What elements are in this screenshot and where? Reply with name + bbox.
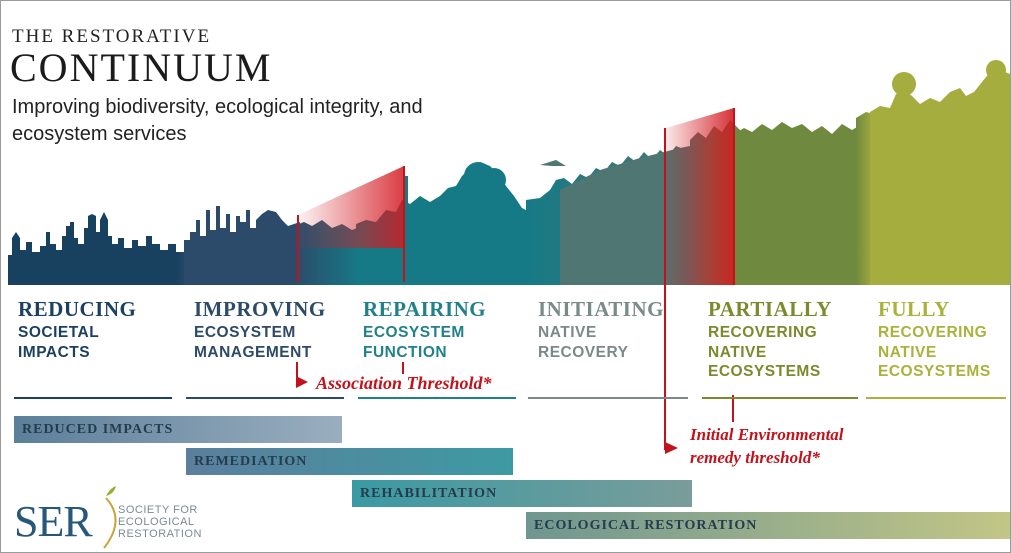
stage-heading-initiating: INITIATING [538,297,664,321]
initial-threshold-wedge [666,108,735,285]
stage-heading-improving: IMPROVING [194,297,326,321]
stage-rule-reducing [14,397,172,399]
title-main: CONTINUUM [10,45,273,90]
stage-sub-initiating: NATIVE RECOVERY [538,324,629,361]
ser-logo-leaf-icon [106,486,116,496]
bar-reduced-impacts [14,416,342,443]
stage-rule-improving [186,397,344,399]
initial-threshold-label-line2: remedy threshold* [690,448,820,467]
stage-sub-reducing: SOCIETAL IMPACTS [18,324,100,361]
ser-logo-arc [103,497,117,549]
title-pre: THE RESTORATIVE [12,26,212,47]
bar-ecological-restoration [526,512,1010,539]
bar-remediation [186,448,513,475]
bar-label-rehabilitation: REHABILITATION [360,486,498,501]
stage-heading-partially: PARTIALLY [708,297,832,321]
initial-arrowhead [665,442,678,454]
ser-logo-text: SOCIETY FOR ECOLOGICAL RESTORATION [118,504,202,540]
city-skyline-band [8,212,188,285]
bar-rehabilitation [352,480,692,507]
bar-label-ecological-restoration: ECOLOGICAL RESTORATION [534,518,758,533]
association-threshold-wedge [297,166,405,282]
subtitle: Improving biodiversity, ecological integ… [12,96,423,145]
stage-rule-fully [866,397,1006,399]
stage-sub-fully: RECOVERING NATIVE ECOSYSTEMS [878,324,991,380]
bar-label-reduced-impacts: REDUCED IMPACTS [22,422,174,437]
stage-rule-repairing [358,397,516,399]
association-threshold-label: Association Threshold* [316,373,492,393]
stage-heading-fully: FULLY [878,297,950,321]
fully-band [856,60,1010,285]
stage-rule-partially [702,397,858,399]
bar-label-remediation: REMEDIATION [194,454,308,469]
stage-sub-repairing: ECOSYSTEM FUNCTION [363,324,465,361]
stage-sub-partially: RECOVERING NATIVE ECOSYSTEMS [708,324,821,380]
repairing-band [356,162,530,285]
stage-rule-initiating [528,397,688,399]
stage-heading-reducing: REDUCING [18,297,137,321]
ser-logo-mark: SER [14,497,93,546]
initial-threshold-label-line1: Initial Environmental [690,425,844,444]
stage-sub-improving: ECOSYSTEM MANAGEMENT [194,324,312,361]
stage-heading-repairing: REPAIRING [363,297,487,321]
association-arrowhead [296,376,308,388]
